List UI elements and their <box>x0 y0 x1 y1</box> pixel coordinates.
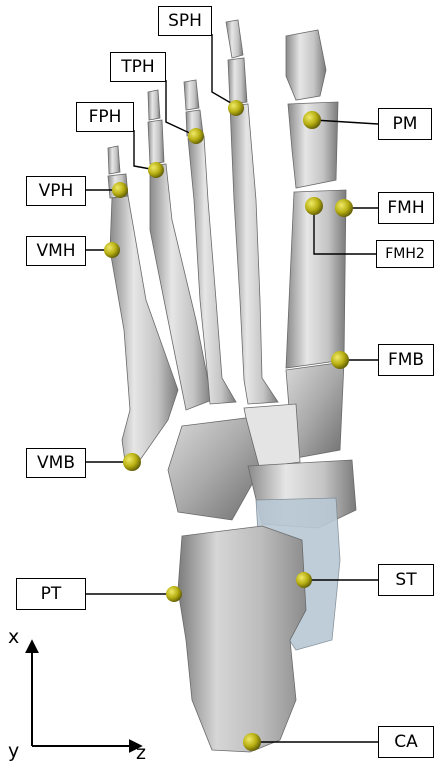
label-fmb: FMB <box>378 344 434 376</box>
marker-fmh2 <box>305 197 323 215</box>
label-tph: TPH <box>110 52 166 82</box>
toe-2-phalanges <box>226 20 247 104</box>
great-toe-distal-phalanx <box>286 30 326 100</box>
marker-vmh <box>104 242 120 258</box>
marker-fmh <box>335 199 353 217</box>
label-st: ST <box>378 564 434 596</box>
label-vmh: VMH <box>26 236 86 266</box>
label-vmb: VMB <box>26 448 86 478</box>
calcaneus <box>178 526 306 752</box>
marker-fph <box>148 162 164 178</box>
marker-pm <box>303 111 321 129</box>
label-pt: PT <box>16 578 86 610</box>
marker-fmb <box>331 351 349 369</box>
toe-4-phalanges <box>148 90 164 164</box>
label-fph: FPH <box>76 102 134 132</box>
marker-tph <box>188 128 204 144</box>
marker-vph <box>112 182 128 198</box>
toe-3-phalanges <box>184 80 203 136</box>
label-vph: VPH <box>26 176 86 206</box>
label-fmh: FMH <box>378 192 434 224</box>
coordinate-axes <box>32 642 140 746</box>
axis-label-z: z <box>136 744 146 763</box>
label-pm: PM <box>378 108 432 140</box>
axis-label-y: y <box>8 742 19 761</box>
label-fmh2: FMH2 <box>376 240 434 268</box>
marker-sph <box>228 100 244 116</box>
marker-pt <box>166 586 182 602</box>
marker-vmb <box>123 453 141 471</box>
first-metatarsal <box>286 190 346 368</box>
marker-st <box>296 572 312 588</box>
label-sph: SPH <box>158 6 212 36</box>
metatarsal-2 <box>230 104 278 404</box>
axis-label-x: x <box>8 628 19 647</box>
label-ca: CA <box>378 726 434 758</box>
marker-ca <box>243 733 261 751</box>
